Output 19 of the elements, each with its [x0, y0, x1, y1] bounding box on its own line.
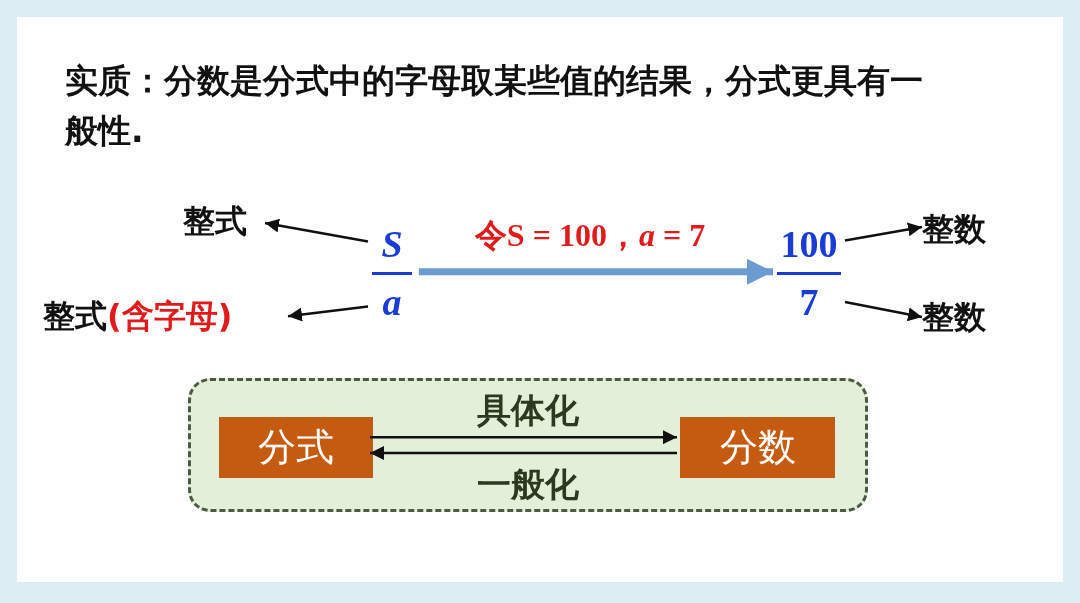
denominator: 7	[798, 280, 820, 325]
numerator: S	[380, 222, 404, 267]
note-text: 实质：分数是分式中的字母取某些值的结果，分式更具有一般性.	[65, 60, 924, 152]
term-box: 分数	[680, 417, 835, 478]
arrow	[264, 218, 369, 243]
numerator: 100	[779, 222, 839, 267]
term-label: 整数	[922, 296, 1004, 338]
term-label: 整式	[183, 200, 265, 242]
term-label: 整式	[43, 296, 107, 337]
arrow	[370, 430, 677, 445]
dashed-panel	[188, 378, 868, 512]
term-box: 分式	[219, 417, 373, 478]
arrow	[287, 305, 369, 322]
arrow	[844, 300, 923, 322]
arrow	[844, 222, 923, 242]
note-label: (含字母)	[107, 296, 233, 337]
term-label: 整数	[922, 208, 1004, 250]
arrow	[370, 446, 677, 461]
denominator: a	[381, 280, 403, 325]
